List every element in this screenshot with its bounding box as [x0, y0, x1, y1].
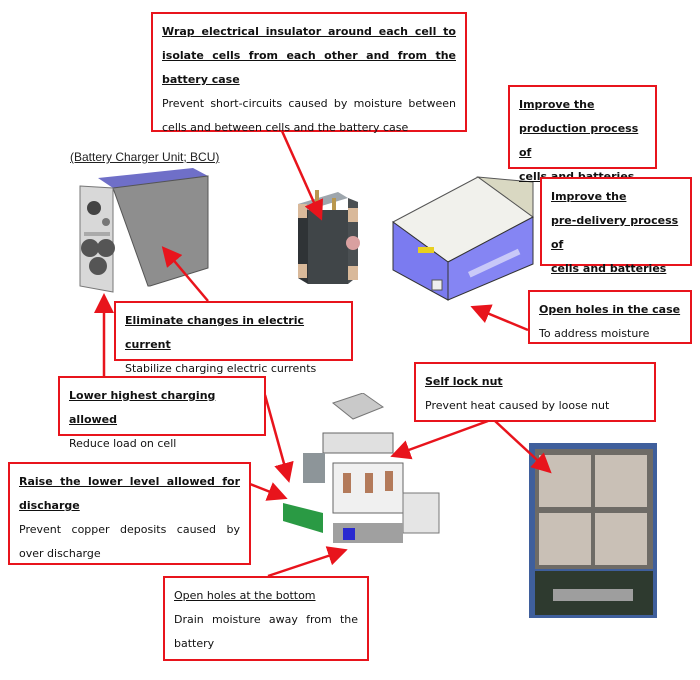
- battery-case-illustration: [392, 176, 534, 301]
- callout-heading-line: Improve the: [519, 98, 595, 111]
- callout-self-lock-nut: Self lock nut Prevent heat caused by loo…: [414, 362, 656, 422]
- callout-body: Prevent copper deposits caused by over d…: [19, 523, 240, 560]
- callout-heading: Raise the lower level allowed for discha…: [19, 475, 240, 512]
- bcu-caption: (Battery Charger Unit; BCU): [70, 150, 220, 164]
- callout-heading: Self lock nut: [425, 375, 503, 388]
- exploded-battery-illustration: [283, 393, 440, 543]
- arrow-lower-to-board: [263, 394, 294, 483]
- callout-heading: Wrap electrical insulator around each ce…: [162, 25, 456, 86]
- callout-production-process: Improve the production process of cells …: [508, 85, 657, 183]
- callout-heading-line: Improve the: [551, 190, 627, 203]
- arrow-selflock-to-photo: [494, 420, 552, 474]
- arrow-eliminate-to-bcu: [161, 246, 209, 302]
- callout-lower-highest-charging: Lower highest charging allowed Reduce lo…: [58, 376, 266, 450]
- callout-eliminate-current-changes: Eliminate changes in electric current St…: [114, 301, 353, 375]
- callout-body: Prevent short-circuits caused by moistur…: [162, 97, 456, 134]
- callout-raise-discharge-level: Raise the lower level allowed for discha…: [8, 462, 251, 565]
- arrow-holes-case: [470, 304, 529, 332]
- callout-heading: Open holes in the case: [539, 303, 681, 316]
- callout-holes-in-case: Open holes in the case To address moistu…: [528, 290, 692, 344]
- callout-body: Prevent heat caused by loose nut: [425, 399, 610, 412]
- callout-body: Stabilize charging electric currents: [125, 362, 317, 375]
- callout-heading-line: production process of: [519, 122, 639, 159]
- arrow-raise-to-board: [249, 482, 288, 501]
- callout-body: To address moisture: [539, 327, 650, 340]
- cell-illustration: [298, 190, 360, 284]
- callout-holes-at-bottom: Open holes at the bottom Drain moisture …: [163, 576, 369, 661]
- callout-heading: Eliminate changes in electric current: [125, 314, 305, 351]
- callout-heading-line: pre-delivery process of: [551, 214, 679, 251]
- bcu-illustration: [79, 168, 209, 293]
- callout-wrap-insulator: Wrap electrical insulator around each ce…: [151, 12, 467, 134]
- callout-heading: Open holes at the bottom: [174, 589, 316, 602]
- callout-body: Reduce load on cell: [69, 437, 177, 450]
- callout-heading-line: cells and batteries: [551, 262, 667, 275]
- arrow-selflock-to-exploded: [390, 419, 489, 460]
- callout-body: Drain moisture away from the battery: [174, 613, 358, 650]
- battery-photo: [529, 443, 657, 618]
- arrow-bottom-to-exploded: [267, 546, 348, 578]
- arrow-wrap-to-cell: [280, 130, 324, 221]
- callout-heading: Lower highest charging allowed: [69, 389, 216, 426]
- callout-predelivery-process: Improve the pre-delivery process of cell…: [540, 177, 692, 275]
